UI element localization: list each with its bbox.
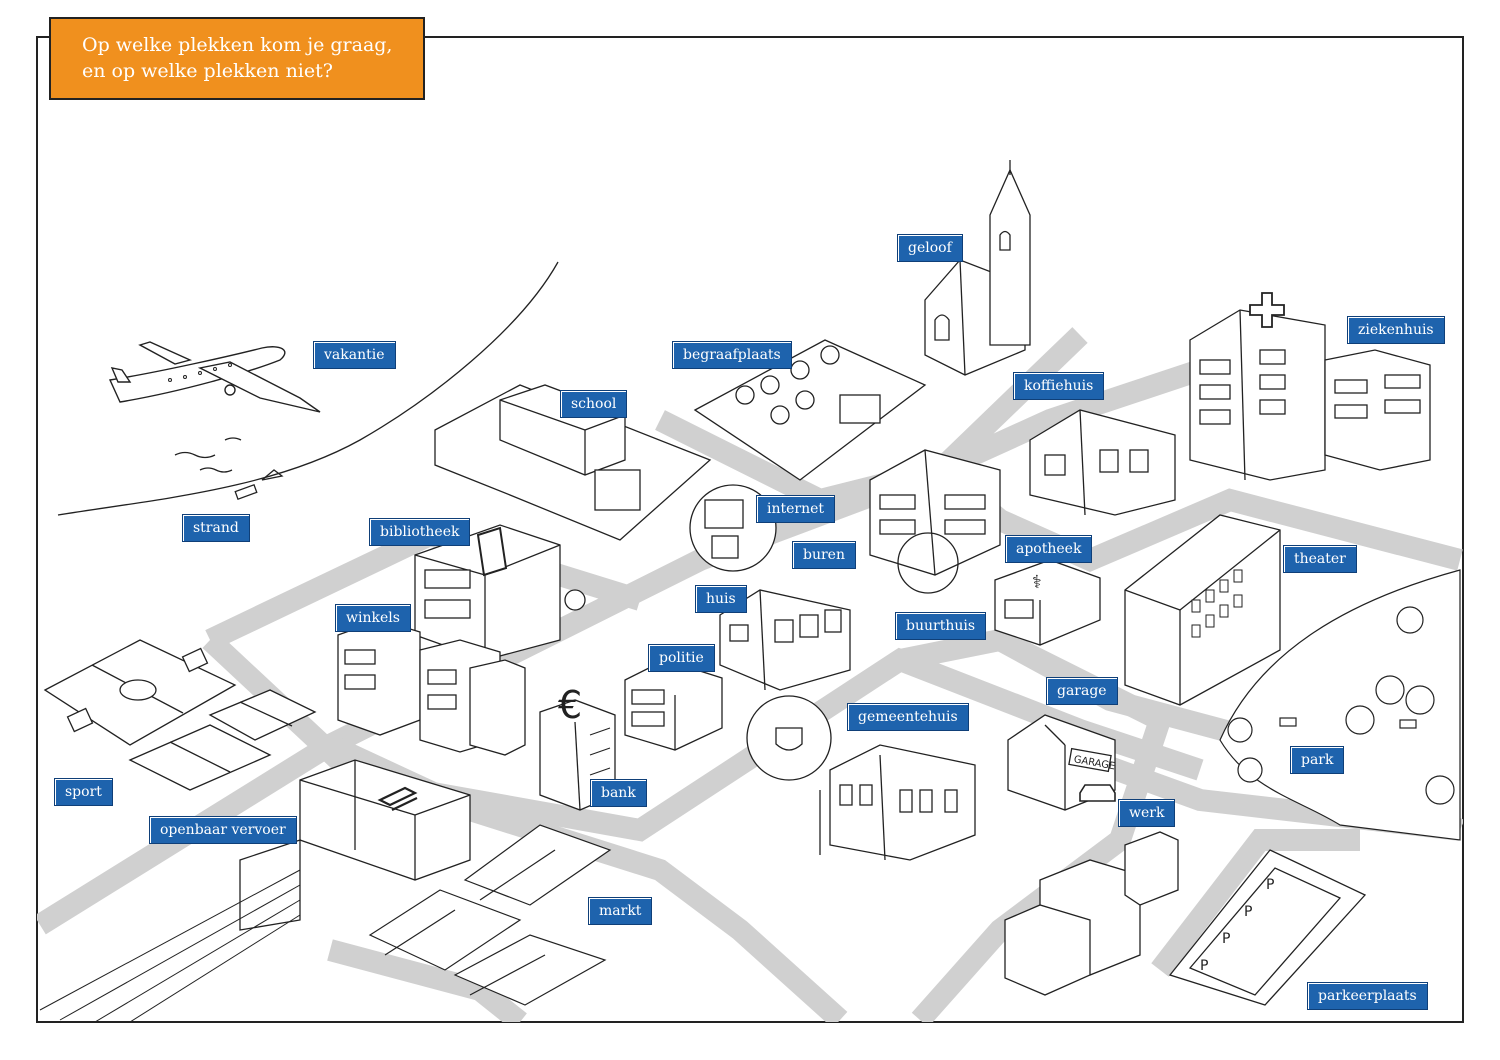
parking-lot	[1168, 849, 1367, 1006]
theater-building	[1124, 514, 1281, 706]
beach-towel	[234, 483, 258, 501]
label-theater[interactable]: theater	[1283, 545, 1357, 573]
train-station	[39, 759, 471, 1022]
airplane-icon	[108, 341, 321, 413]
parking-symbol-4: P	[1266, 877, 1274, 893]
car-icon	[1079, 784, 1116, 802]
office-buildings	[1004, 831, 1179, 996]
market-stalls	[368, 824, 612, 1006]
map-frame	[36, 36, 1464, 1023]
label-begraafplaats[interactable]: begraafplaats	[672, 341, 792, 369]
parking-signs: P P P P	[1200, 877, 1274, 974]
pharmacy-icon: ⚕	[1032, 572, 1042, 593]
city-hall-building	[746, 695, 976, 861]
road-parking	[1151, 829, 1360, 977]
label-apotheek[interactable]: apotheek	[1005, 535, 1093, 563]
label-buurthuis[interactable]: buurthuis	[895, 612, 987, 640]
label-school[interactable]: school	[560, 390, 628, 418]
shops-buildings	[337, 619, 526, 756]
parking-symbol-3: P	[1244, 904, 1252, 920]
label-sport[interactable]: sport	[54, 778, 113, 806]
coffeehouse-building	[1029, 409, 1176, 516]
tree-icon	[1227, 606, 1455, 805]
church-icon	[924, 160, 1031, 376]
label-politie[interactable]: politie	[648, 644, 715, 672]
houses-row	[719, 589, 851, 691]
label-bank[interactable]: bank	[590, 779, 647, 807]
hospital-building	[1189, 292, 1431, 481]
label-garage[interactable]: garage	[1046, 677, 1118, 705]
hospital-cross-icon	[1249, 292, 1285, 328]
community-building	[869, 449, 1001, 594]
cemetery	[693, 339, 927, 481]
pharmacy-building	[994, 559, 1101, 646]
buurthuis-highlight	[897, 532, 959, 594]
title-line-2: en op welke plekken niet?	[82, 60, 333, 82]
label-gemeentehuis[interactable]: gemeentehuis	[847, 703, 969, 731]
label-ziekenhuis[interactable]: ziekenhuis	[1347, 316, 1445, 344]
library-building	[414, 524, 586, 661]
label-vakantie[interactable]: vakantie	[313, 341, 396, 369]
tennis-court-2	[208, 689, 317, 741]
book-icon	[476, 526, 508, 577]
garage-building	[1007, 714, 1116, 811]
parking-symbol-1: P	[1200, 958, 1208, 974]
label-bibliotheek[interactable]: bibliotheek	[369, 518, 471, 546]
label-internet[interactable]: internet	[756, 495, 836, 523]
question-title: Op welke plekken kom je graag, en op wel…	[49, 17, 425, 100]
label-huis[interactable]: huis	[695, 585, 747, 613]
label-geloof[interactable]: geloof	[897, 234, 963, 262]
parking-symbol-2: P	[1222, 931, 1230, 947]
label-markt[interactable]: markt	[588, 897, 653, 925]
label-werk[interactable]: werk	[1118, 799, 1176, 827]
label-buren[interactable]: buren	[792, 541, 856, 569]
label-park[interactable]: park	[1290, 746, 1345, 774]
road-main-diagonal	[37, 327, 1088, 935]
train-logo-icon	[377, 786, 418, 811]
label-openbaar-vervoer[interactable]: openbaar vervoer	[149, 816, 297, 844]
beach-area	[57, 261, 559, 516]
euro-icon: €	[558, 683, 582, 727]
label-parkeerplaats[interactable]: parkeerplaats	[1307, 982, 1428, 1010]
label-strand[interactable]: strand	[182, 514, 250, 542]
coastline	[57, 261, 559, 516]
label-winkels[interactable]: winkels	[335, 604, 411, 632]
police-building	[624, 659, 723, 751]
sport-fields	[43, 639, 317, 791]
label-koffiehuis[interactable]: koffiehuis	[1013, 372, 1105, 400]
computer-icon	[689, 484, 777, 572]
title-line-1: Op welke plekken kom je graag,	[82, 34, 393, 56]
park	[1219, 569, 1461, 841]
